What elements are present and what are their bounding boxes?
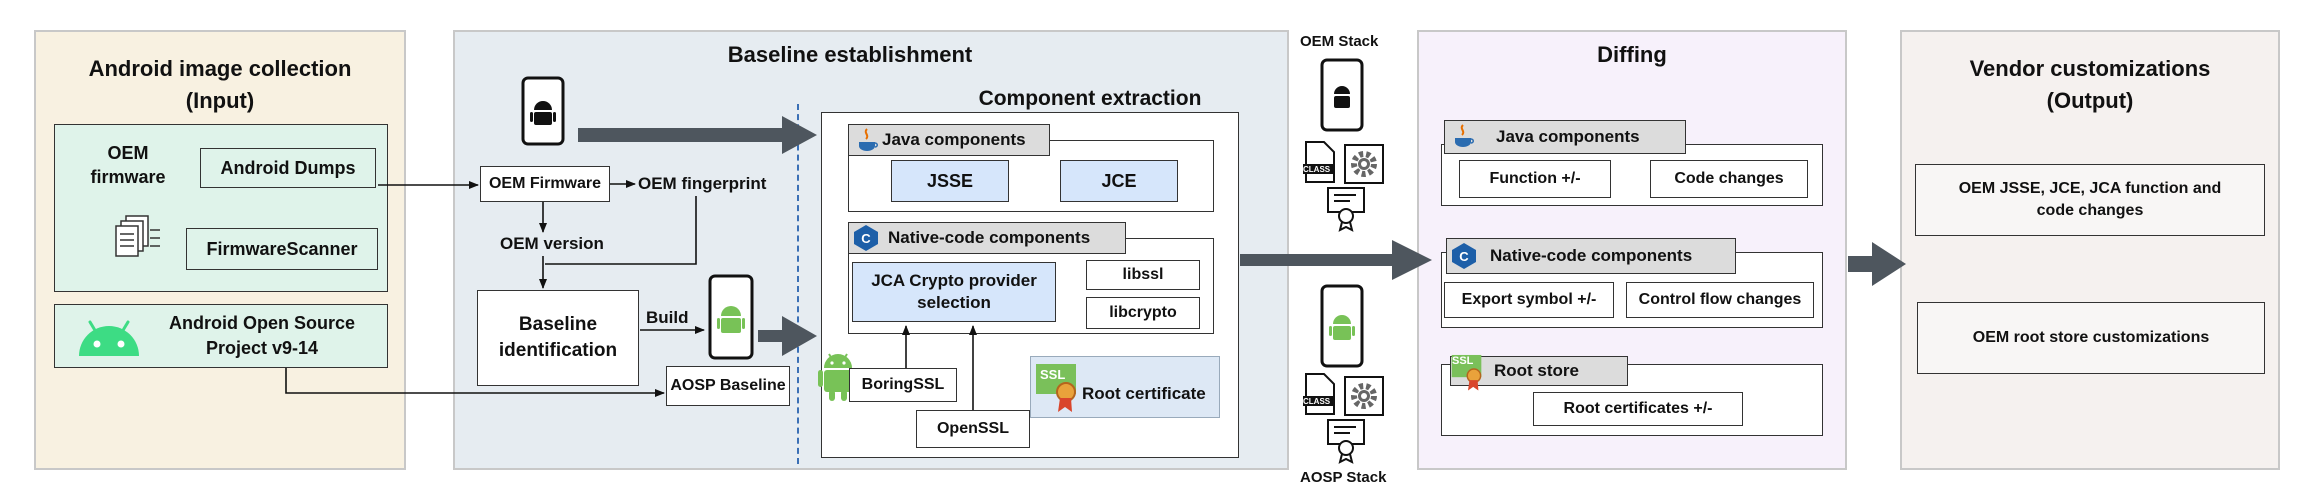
diff-native-label: Native-code components xyxy=(1490,246,1693,265)
diffing-title: Diffing xyxy=(1597,42,1667,67)
oem-cert-icon xyxy=(1327,187,1365,232)
build-label: Build xyxy=(646,308,689,327)
oem-class-tag: CLASS xyxy=(1303,165,1331,174)
diff-certificate-icon xyxy=(1451,354,1482,391)
code-changes-box: Code changes xyxy=(1650,160,1808,198)
output-panel xyxy=(1900,30,2280,470)
aosp-cert-icon xyxy=(1327,419,1365,464)
aosp-phone-icon xyxy=(708,274,754,360)
diff-cpp-logo-icon: C xyxy=(1452,243,1476,269)
stage-divider xyxy=(797,104,799,464)
root-certificate-label: Root certificate xyxy=(1082,384,1206,403)
extraction-title: Component extraction xyxy=(978,87,1202,110)
output-title: Vendor customizations xyxy=(1969,56,2211,81)
svg-text:C: C xyxy=(1459,249,1469,264)
oem-class-file-icon xyxy=(1303,141,1335,183)
svg-text:C: C xyxy=(861,231,871,246)
certificate-icon xyxy=(1036,364,1076,412)
oem-gear-icon xyxy=(1344,144,1384,184)
aosp-class-file-icon xyxy=(1303,373,1335,415)
aosp-class-tag: CLASS xyxy=(1303,397,1331,406)
oem-fingerprint-label: OEM fingerprint xyxy=(638,174,767,193)
baseline-identification-box: Baseline identification xyxy=(477,290,639,386)
oem-phone-icon xyxy=(521,76,565,146)
java-components-label: Java components xyxy=(882,130,1026,149)
diff-root-store-label: Root store xyxy=(1494,361,1579,380)
libcrypto-box: libcrypto xyxy=(1086,297,1200,329)
diff-java-header xyxy=(1444,120,1686,154)
input-subtitle: (Input) xyxy=(185,88,255,113)
oem-firmware-node: OEM Firmware xyxy=(480,166,610,202)
oem-stack-label: OEM Stack xyxy=(1300,33,1379,50)
jsse-box: JSSE xyxy=(891,160,1009,202)
libssl-box: libssl xyxy=(1086,260,1200,290)
diff-ssl-badge-text: SSL xyxy=(1452,355,1474,367)
jca-provider-box: JCA Crypto provider selection xyxy=(852,262,1056,322)
aosp-gear-icon xyxy=(1344,376,1384,416)
aosp-project-label: Android Open Source Project v9-14 xyxy=(168,313,355,358)
input-title: Android image collection xyxy=(88,56,352,81)
oem-version-label: OEM version xyxy=(500,234,604,253)
diff-java-logo-icon xyxy=(1455,124,1474,147)
android-robot-icon xyxy=(818,353,858,401)
document-stack-icon xyxy=(115,215,160,257)
diff-native-header xyxy=(1446,238,1736,274)
export-symbol-box: Export symbol +/- xyxy=(1444,282,1614,318)
jce-box: JCE xyxy=(1060,160,1178,202)
oem-firmware-label: OEM firmware xyxy=(90,143,166,187)
output-subtitle: (Output) xyxy=(2046,88,2134,113)
baseline-title: Baseline establishment xyxy=(727,42,973,67)
openssl-box: OpenSSL xyxy=(916,410,1030,448)
android-logo-icon xyxy=(79,320,139,356)
native-components-header xyxy=(848,222,1126,254)
native-components-label: Native-code components xyxy=(888,228,1091,247)
function-diff-box: Function +/- xyxy=(1459,160,1611,198)
aosp-stack-phone-icon xyxy=(1320,284,1364,368)
cpp-logo-icon: C xyxy=(854,225,878,251)
ssl-badge-text: SSL xyxy=(1040,367,1066,382)
firmware-scanner-box: FirmwareScanner xyxy=(186,228,378,270)
root-store-custom-box: OEM root store customizations xyxy=(1917,302,2265,374)
diff-java-label: Java components xyxy=(1496,127,1640,146)
root-certs-diff-box: Root certificates +/- xyxy=(1533,392,1743,426)
control-flow-box: Control flow changes xyxy=(1626,282,1814,318)
java-logo-icon xyxy=(859,128,878,151)
oem-changes-box: OEM JSSE, JCE, JCA function and code cha… xyxy=(1915,164,2265,236)
android-dumps-box: Android Dumps xyxy=(200,148,376,188)
aosp-baseline-node: AOSP Baseline xyxy=(666,366,790,406)
java-components-header xyxy=(848,124,1050,156)
boringssl-box: BoringSSL xyxy=(849,368,957,402)
aosp-stack-label: AOSP Stack xyxy=(1300,469,1387,486)
oem-stack-phone-icon xyxy=(1320,58,1364,132)
